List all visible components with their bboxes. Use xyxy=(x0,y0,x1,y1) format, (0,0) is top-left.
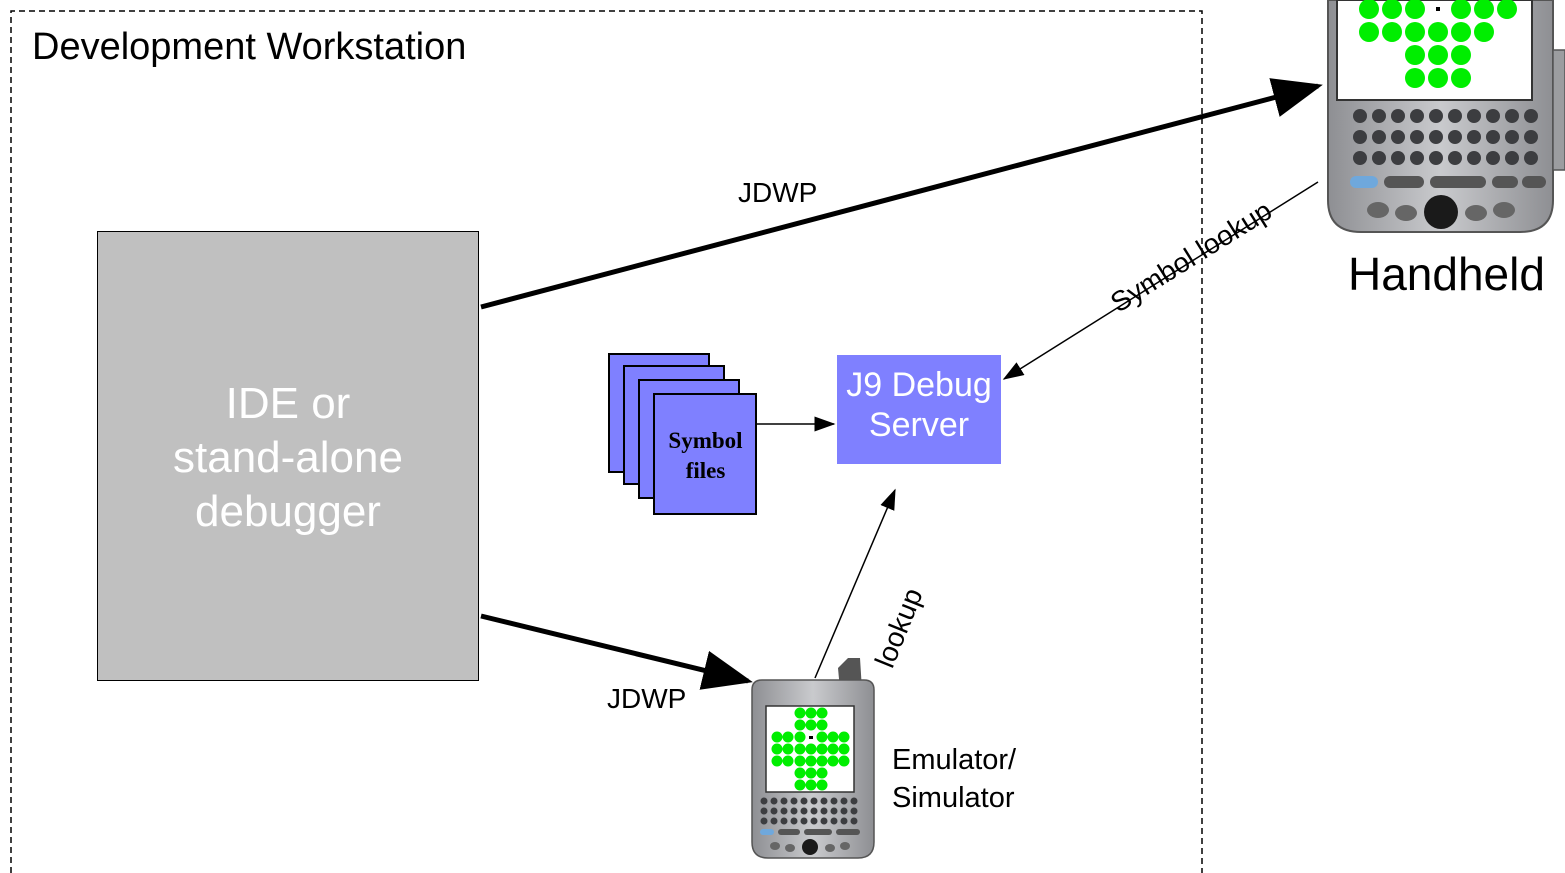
emulator-label-line-2: Simulator xyxy=(892,782,1015,814)
jdwp-emulator-arrow xyxy=(480,613,753,690)
ide-debugger-label: IDE or stand-alone debugger xyxy=(98,377,478,539)
ide-label-line-2: stand-alone xyxy=(173,433,403,482)
symbol-files-label: Symbol files xyxy=(654,426,757,486)
ide-label-line-3: debugger xyxy=(195,487,381,536)
symbol-files-line-2: files xyxy=(685,458,726,483)
symbol-lookup-arrow xyxy=(1002,181,1319,380)
ide-debugger-box: IDE or stand-alone debugger xyxy=(97,231,479,681)
emulator-device-image xyxy=(751,658,875,859)
symbol-files-line-1: Symbol xyxy=(668,428,743,453)
jdwp-handheld-arrow xyxy=(480,78,1323,310)
server-label-line-2: Server xyxy=(868,406,970,444)
jdwp-handheld-label: JDWP xyxy=(738,177,818,208)
emulator-label: Emulator/ Simulator xyxy=(892,741,1016,817)
j9-debug-server-label: J9 Debug Server xyxy=(837,365,1001,445)
handheld-label: Handheld xyxy=(1348,248,1545,300)
j9-debug-server-box: J9 Debug Server xyxy=(837,355,1001,464)
emulator-label-line-1: Emulator/ xyxy=(892,744,1017,776)
server-label-line-1: J9 Debug xyxy=(846,366,992,404)
lookup-arrow xyxy=(814,488,896,679)
ide-label-line-1: IDE or xyxy=(225,379,351,428)
jdwp-emulator-label: JDWP xyxy=(607,683,687,714)
workstation-boundary xyxy=(10,10,1203,873)
symbol-files-stack xyxy=(608,353,757,515)
workstation-label: Development Workstation xyxy=(32,26,467,68)
handheld-device-image xyxy=(1327,0,1565,233)
